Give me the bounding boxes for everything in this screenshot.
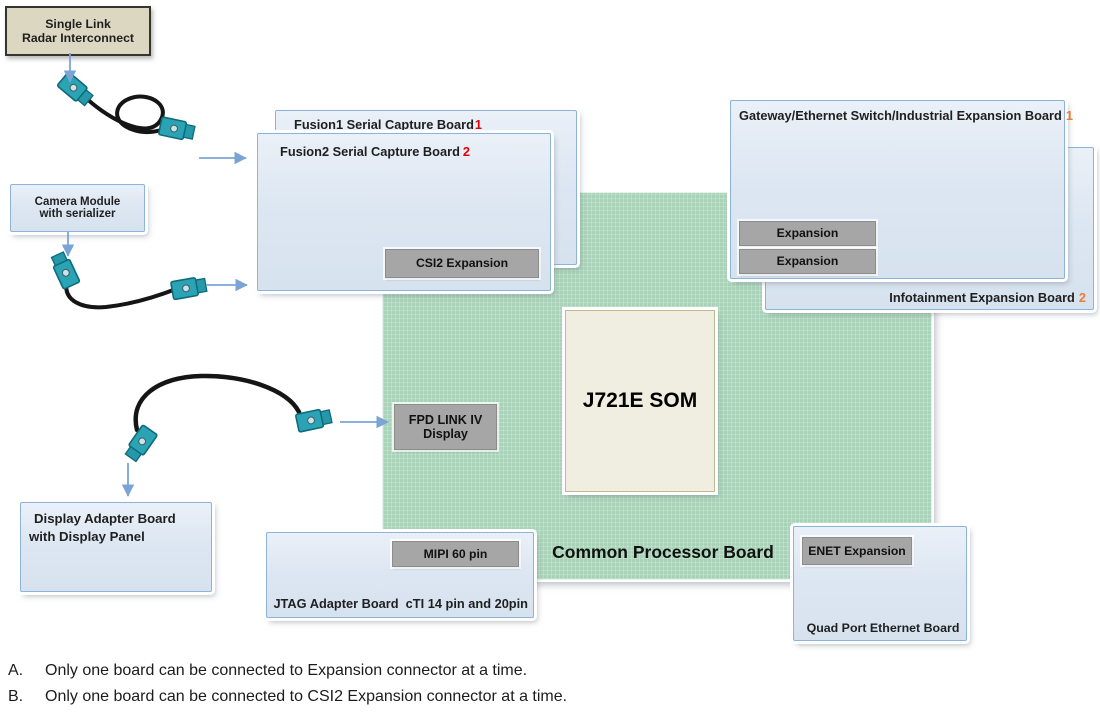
camera-line1: Camera Module	[34, 196, 121, 208]
camera-module-with-serializer: Camera Module with serializer	[10, 184, 145, 232]
quad-port-label: Quad Port Ethernet Board	[806, 621, 960, 635]
display-adapter-line1: Display Adapter Board	[34, 511, 176, 526]
radar-cable	[82, 94, 170, 135]
enet-expansion-connector: ENET Expansion	[802, 537, 912, 565]
fakra-connector-icon	[122, 423, 159, 464]
radar-line2: Radar Interconnect	[21, 31, 135, 45]
gateway-title-text: Gateway/Ethernet Switch/Industrial Expan…	[739, 108, 1062, 123]
note-a: A. Only one board can be connected to Ex…	[8, 662, 527, 680]
fakra-connector-icon	[48, 250, 81, 291]
gateway-title: Gateway/Ethernet Switch/Industrial Expan…	[739, 108, 1073, 123]
note-b-text: Only one board can be connected to CSI2 …	[45, 688, 568, 705]
single-link-radar-interconnect: Single Link Radar Interconnect	[5, 6, 151, 56]
fusion2-title-text: Fusion2 Serial Capture Board	[280, 144, 460, 159]
jtag-label: JTAG Adapter Board cTI 14 pin and 20pin	[273, 596, 528, 611]
expansion-connector-bottom: Expansion	[739, 249, 876, 274]
fpd-link-iv-display-connector: FPD LINK IV Display	[394, 404, 497, 450]
radar-line1: Single Link	[45, 17, 111, 31]
fpd-label-line2: Display	[423, 427, 468, 441]
camera-line2: with serializer	[39, 208, 116, 220]
note-b-marker: B.	[8, 688, 24, 705]
fakra-connector-icon	[157, 116, 197, 143]
infotainment-number: 2	[1078, 290, 1086, 305]
fusion1-title: Fusion1 Serial Capture Board1	[294, 117, 482, 132]
fpd-label-line1: FPD LINK IV	[408, 412, 483, 427]
note-a-marker: A.	[8, 662, 24, 679]
note-a-text: Only one board can be connected to Expan…	[45, 662, 528, 679]
csi2-expansion-connector: CSI2 Expansion	[385, 249, 539, 278]
fusion1-number: 1	[474, 117, 483, 132]
j721e-som: J721E SOM	[565, 310, 715, 492]
fusion1-title-text: Fusion1 Serial Capture Board	[294, 117, 474, 132]
infotainment-title-text: Infotainment Expansion Board	[889, 290, 1075, 305]
gateway-number: 1	[1065, 108, 1073, 123]
display-adapter-board: Display Adapter Board with Display Panel	[20, 502, 212, 592]
fusion2-number: 2	[462, 144, 471, 159]
fakra-connector-icon	[169, 275, 209, 301]
display-cable	[133, 373, 302, 433]
common-processor-board-label: Common Processor Board	[552, 542, 774, 562]
expansion-connector-top: Expansion	[739, 221, 876, 246]
gateway-ethernet-industrial-board: Gateway/Ethernet Switch/Industrial Expan…	[730, 100, 1073, 279]
note-b: B. Only one board can be connected to CS…	[8, 688, 567, 706]
camera-cable	[64, 278, 178, 310]
mipi-60pin-connector: MIPI 60 pin	[392, 541, 519, 567]
display-adapter-line2: with Display Panel	[29, 529, 145, 544]
